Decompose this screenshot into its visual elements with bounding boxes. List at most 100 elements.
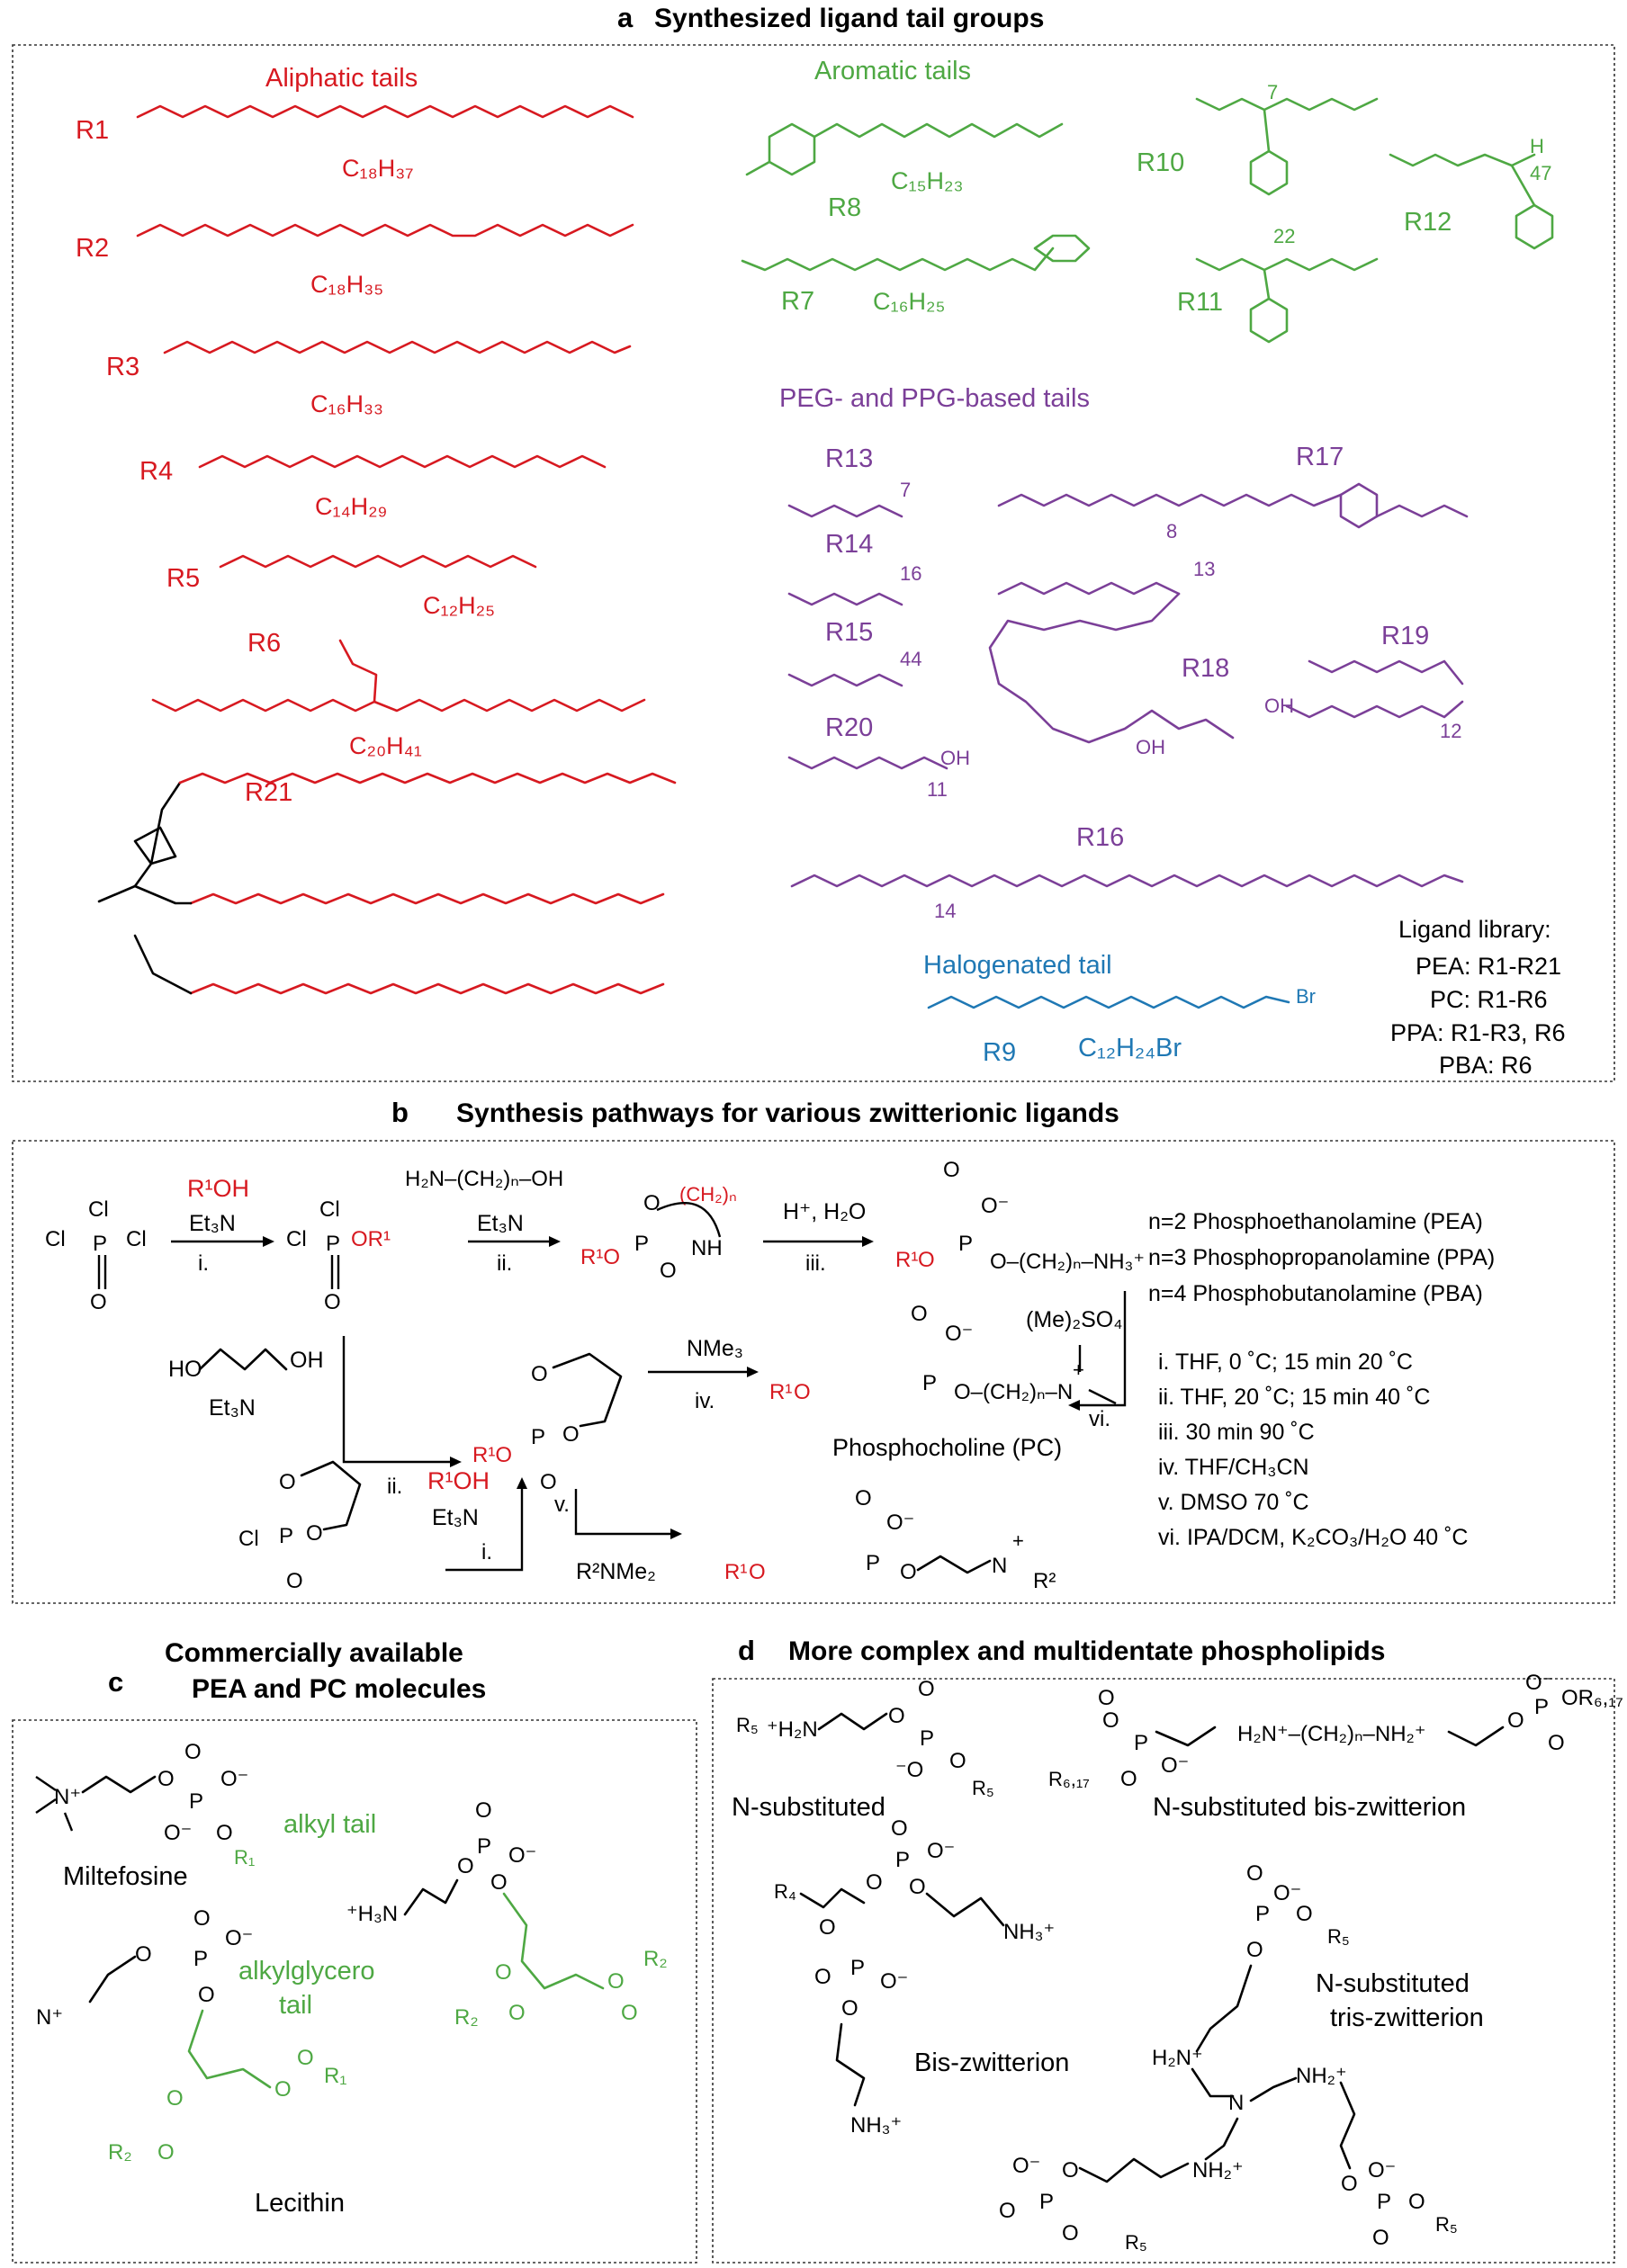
svg-text:O: O	[531, 1362, 548, 1386]
svg-text:O: O	[306, 1521, 323, 1546]
repeat-count: 7	[900, 479, 911, 501]
step-mark: i.	[198, 1251, 209, 1276]
svg-text:R₁: R₁	[324, 2064, 346, 2088]
svg-text:O⁻: O⁻	[508, 1843, 536, 1868]
svg-text:O: O	[508, 2001, 526, 2025]
svg-text:H₂N⁺–(CH₂)ₙ–NH₂⁺: H₂N⁺–(CH₂)ₙ–NH₂⁺	[1237, 1722, 1426, 1746]
svg-text:O: O	[490, 1870, 508, 1895]
svg-text:R₅: R₅	[1125, 2231, 1147, 2254]
svg-text:P: P	[1134, 1731, 1148, 1755]
tail-label: R9	[983, 1038, 1016, 1067]
amine-line: n=3 Phosphopropanolamine (PPA)	[1148, 1245, 1495, 1270]
step-mark: iii.	[805, 1251, 826, 1276]
panel-c-title-1: Commercially available	[165, 1638, 463, 1668]
svg-text:O: O	[1062, 2158, 1079, 2183]
tail-r11: 22 R11	[1177, 225, 1379, 344]
svg-text:O⁻: O⁻	[1161, 1753, 1189, 1778]
arrow-head	[747, 1367, 759, 1377]
svg-text:O⁻: O⁻	[1273, 1881, 1301, 1905]
panel-b-title: Synthesis pathways for various zwitterio…	[456, 1098, 1119, 1128]
svg-text:R₁: R₁	[234, 1846, 255, 1869]
arrow-head	[549, 1236, 561, 1247]
tail-label: R7	[781, 287, 814, 316]
alkyl-tail-label: alkyl tail	[283, 1810, 376, 1839]
svg-text:P: P	[1039, 2190, 1054, 2214]
condition: i. THF, 0 ˚C; 15 min 20 ˚C	[1158, 1349, 1413, 1375]
svg-text:O: O	[495, 1960, 512, 1985]
svg-text:+: +	[1012, 1529, 1024, 1552]
svg-text:R²: R²	[1033, 1569, 1056, 1593]
alkylglycero-label-2: tail	[279, 1991, 312, 2020]
tail-label: R5	[166, 564, 200, 593]
panel-a-letter: a	[617, 2, 634, 33]
library-line: PPA: R1-R3, R6	[1390, 1019, 1566, 1046]
n-substituted-bis-zwitterion-structure: O P O R₆,₁₇ O O⁻ H₂N⁺–(CH₂)ₙ–NH₂⁺ O P O⁻…	[1048, 1671, 1623, 1791]
svg-text:O: O	[794, 1380, 811, 1404]
svg-text:P: P	[1255, 1902, 1270, 1926]
svg-text:N⁺: N⁺	[54, 1785, 81, 1809]
repeat-end: H	[1530, 135, 1544, 157]
arrow-head	[263, 1236, 274, 1247]
lecithin-structure: O O P O⁻ O N⁺ O O R₂ O O R₁	[36, 1906, 346, 2165]
library-line: PEA: R1-R21	[1416, 953, 1561, 980]
svg-text:OR₆,₁₇: OR₆,₁₇	[1561, 1686, 1623, 1710]
chlorophospholane-structure: O O P Cl O	[238, 1460, 362, 1593]
library-line: PC: R1-R6	[1430, 986, 1548, 1013]
step-mark: vi.	[1089, 1407, 1110, 1431]
step-mark: ii.	[497, 1251, 512, 1276]
svg-text:O: O	[1372, 2226, 1389, 2250]
svg-text:P: P	[93, 1232, 107, 1256]
library-title: Ligand library:	[1398, 916, 1551, 943]
svg-text:O⁻: O⁻	[1525, 1671, 1553, 1695]
arrow-head	[862, 1236, 874, 1247]
svg-text:R₂: R₂	[454, 2005, 479, 2030]
reagent-r1oh-low: R¹OH	[427, 1467, 490, 1494]
bis-zwitterion-structure: R₄ O P O O⁻ O NH₃⁺ O P O O⁻ O NH₃⁺	[774, 1816, 1055, 2138]
peg-heading: PEG- and PPG-based tails	[779, 384, 1090, 413]
svg-text:O: O	[1507, 1708, 1524, 1733]
lecithin-name: Lecithin	[255, 2189, 345, 2218]
pea-lipid-structure: ⁺H₃N O P O O⁻ O O R₂ O O R₂ O	[346, 1798, 668, 2030]
panel-d-frame	[712, 1678, 1615, 2264]
svg-text:O–(CH₂)ₙ–N: O–(CH₂)ₙ–N	[954, 1380, 1073, 1404]
svg-text:P: P	[477, 1834, 491, 1859]
panel-a-title: Synthesized ligand tail groups	[654, 4, 1044, 33]
conditions-list: i. THF, 0 ˚C; 15 min 20 ˚C ii. THF, 20 ˚…	[1158, 1349, 1468, 1550]
condition: v. DMSO 70 ˚C	[1158, 1490, 1309, 1515]
svg-text:O: O	[90, 1290, 107, 1314]
svg-text:R¹: R¹	[724, 1560, 747, 1584]
repeat-end: OH	[1136, 736, 1165, 758]
repeat-count: 22	[1273, 225, 1295, 247]
tail-r2: R2 C₁₈H₃₅	[76, 223, 634, 298]
tail-r12: H 47 R12	[1389, 135, 1554, 250]
svg-text:O: O	[607, 1969, 625, 1994]
svg-text:P: P	[326, 1232, 340, 1256]
tail-r3: R3 C₁₆H₃₃	[106, 340, 632, 417]
svg-text:O: O	[1296, 1902, 1313, 1926]
tail-label: R12	[1404, 208, 1452, 237]
svg-text:R₅: R₅	[1327, 1925, 1350, 1948]
step-mark: iv.	[695, 1389, 715, 1413]
repeat-count: 14	[934, 900, 956, 922]
reaction-arrow	[1080, 1291, 1127, 1407]
svg-text:⁻O: ⁻O	[895, 1758, 923, 1782]
step-mark: i.	[481, 1540, 492, 1564]
svg-text:P: P	[850, 1956, 865, 1980]
repeat-count: 12	[1440, 720, 1461, 742]
reagent-tertiary-amine: R²NMe₂	[576, 1559, 656, 1584]
repeat-count: 16	[900, 562, 921, 585]
arrow-head	[1068, 1400, 1080, 1411]
phosphocholine-product: O O⁻ P R¹ O O–(CH₂)ₙ–N +	[769, 1302, 1117, 1405]
tail-formula: C₂₀H₄₁	[349, 732, 422, 759]
svg-text:O⁻: O⁻	[886, 1511, 914, 1535]
svg-text:O⁻: O⁻	[1368, 2158, 1396, 2183]
tail-r4: R4 C₁₄H₂₉	[139, 454, 607, 520]
condition: iv. THF/CH₃CN	[1158, 1455, 1309, 1480]
cyclic-phosphoramidate-structure: O (CH₂)ₙ P R¹O NH O	[580, 1183, 737, 1283]
svg-text:O: O	[855, 1486, 872, 1511]
dichlorophosphate-structure: Cl Cl P OR¹ O	[286, 1197, 391, 1314]
reagent-et3n: Et₃N	[477, 1211, 524, 1236]
tris-zwitterion-name-1: N-substituted	[1316, 1969, 1470, 1998]
tris-zwitterion-name-2: tris-zwitterion	[1330, 2004, 1484, 2032]
ligand-library: Ligand library: PEA: R1-R21 PC: R1-R6 PP…	[1390, 916, 1566, 1079]
